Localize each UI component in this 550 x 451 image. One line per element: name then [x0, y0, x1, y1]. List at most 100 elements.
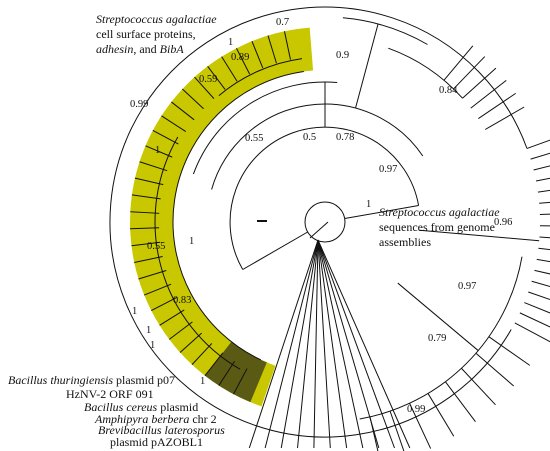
leaf-branch: [519, 312, 550, 328]
leaf-branch: [131, 241, 161, 247]
backbone-arc: [192, 81, 338, 175]
leaf-branch: [539, 236, 550, 239]
label-italic: Bacillus cereus: [84, 400, 158, 414]
leaf-branch: [207, 65, 226, 90]
label-line: Bacillus thuringiensis plasmid p07: [8, 373, 175, 387]
backbone-arc: [359, 256, 523, 420]
leaf-branch: [131, 194, 161, 200]
support-value: 0.99: [407, 404, 425, 415]
leaf-labels-plasmids: Bacillus thuringiensis plasmid p07 HzNV-…: [8, 373, 225, 449]
root-branch: [309, 221, 329, 239]
support-value: 0.83: [173, 295, 191, 306]
support-value: 0.9: [336, 50, 349, 61]
fan-branch: [264, 239, 319, 449]
highlight-band-strep-cell-surface: [129, 27, 314, 407]
leaf-branch: [514, 322, 550, 343]
tree-branches: [109, 6, 550, 451]
leaf-branch: [134, 177, 164, 186]
fan-branch: [297, 239, 319, 449]
leaf-branch: [427, 393, 455, 437]
leaf-branch: [530, 152, 550, 160]
backbone-arc: [154, 136, 241, 370]
label-line: Streptococcus agalactiae: [96, 12, 217, 26]
backbone-arc: [388, 47, 463, 99]
leaf-branch: [534, 269, 550, 275]
support-value: 0.55: [245, 133, 263, 144]
leaf-branch: [168, 321, 193, 340]
support-value: 0.89: [231, 52, 249, 63]
leaf-branch: [462, 67, 497, 99]
support-value: 0.96: [494, 217, 512, 228]
leaf-branch: [409, 403, 432, 449]
support-value: 0.5: [303, 132, 316, 143]
fan-branches: [248, 221, 411, 449]
inner-branch: [242, 231, 308, 270]
leaf-branch: [191, 343, 213, 365]
backbone-arc: [342, 17, 428, 45]
leaf-branch: [233, 368, 248, 395]
fan-branch: [317, 239, 348, 449]
label-text: plasmid: [157, 400, 198, 414]
leaf-branch: [524, 302, 550, 314]
support-value: 0.79: [428, 333, 446, 344]
label-line: Streptococcus agalactiae: [379, 205, 500, 219]
fan-branch: [317, 239, 411, 449]
leaf-branch: [161, 115, 187, 133]
leaf-branch: [389, 410, 405, 451]
support-value: 1: [366, 199, 371, 210]
leaf-branch: [130, 211, 160, 214]
leaf-branch: [453, 56, 486, 90]
leaf-branch: [218, 360, 236, 386]
leaf-branch: [236, 48, 251, 75]
label-text: plasmid p07: [113, 373, 175, 387]
leaf-branch: [443, 45, 474, 81]
fan-branch: [317, 239, 331, 449]
leaf-branch: [159, 309, 185, 326]
label-italic: Bacillus thuringiensis: [8, 373, 113, 387]
leaf-branch: [267, 35, 277, 64]
leaf-branch: [535, 177, 550, 182]
support-value: 0.59: [199, 74, 217, 85]
leaf-branch: [139, 161, 168, 172]
leaf-branch: [144, 283, 172, 296]
leaf-branch: [537, 189, 550, 193]
leaf-branch: [478, 92, 516, 119]
label-italic: BibA: [160, 42, 185, 56]
label-italic: adhesin: [96, 42, 133, 56]
label-line: adhesin, and BibA: [96, 42, 184, 56]
leaf-branch: [528, 291, 550, 301]
leaf-branch: [130, 227, 160, 230]
clade-label-strep-cell-surface: Streptococcus agalactiae cell surface pr…: [96, 12, 217, 56]
inner-branch: [344, 205, 419, 220]
fan-branch: [280, 239, 319, 449]
leaf-branch: [145, 145, 173, 158]
leaf-branch: [151, 296, 178, 311]
leaf-branch: [539, 213, 550, 215]
fan-branch: [317, 239, 395, 449]
leaf-branch: [251, 41, 264, 69]
support-value: 0.99: [130, 99, 148, 110]
leaf-branch: [182, 88, 204, 110]
label-line: sequences from genome: [379, 220, 495, 234]
leaf-branch: [179, 332, 202, 353]
support-value: 0.78: [336, 132, 354, 143]
leaf-branch: [470, 80, 507, 109]
support-value: 1: [189, 236, 194, 247]
label-line: HzNV-2 ORF 091: [66, 387, 154, 401]
support-value: 1: [200, 376, 205, 387]
fan-branch: [317, 239, 380, 449]
fan-branch: [313, 239, 319, 449]
clade-label-strep-genome: Streptococcus agalactiae sequences from …: [379, 205, 500, 249]
leaf-branch: [475, 352, 515, 387]
leaf-branch: [539, 201, 550, 204]
support-value: 1: [146, 325, 151, 336]
tree-root-circle: [304, 201, 346, 243]
label-italic: Amphipyra berbera: [94, 412, 189, 426]
label-line: Brevibacillus laterosporus: [98, 423, 225, 437]
label-line: assemblies: [379, 235, 431, 249]
support-value: 1: [150, 340, 155, 351]
backbone-arc: [172, 71, 304, 361]
leaf-branch: [204, 352, 224, 376]
label-line: plasmid pAZOBL1: [110, 435, 203, 449]
